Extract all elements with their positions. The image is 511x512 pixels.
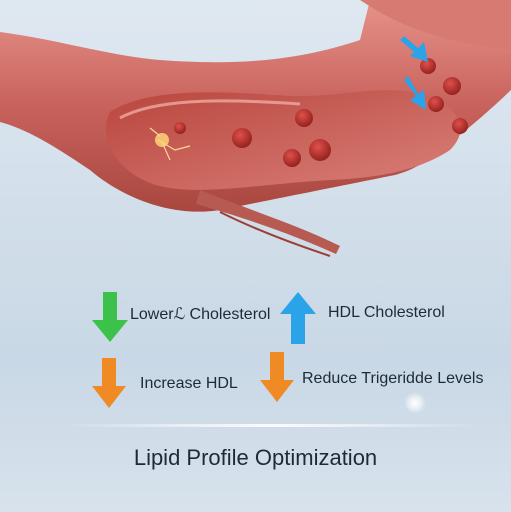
down-arrow-icon	[92, 358, 126, 408]
legend-label-hdl-cholesterol: HDL Cholesterol	[328, 304, 445, 321]
vessel-tail	[196, 190, 340, 254]
divider-glow	[60, 424, 480, 427]
vessel-branch	[360, 0, 511, 50]
vessel-lumen	[105, 90, 461, 190]
down-arrow-icon	[260, 352, 294, 402]
down-arrow-icon	[92, 292, 128, 342]
page-caption: Lipid Profile Optimization	[133, 445, 378, 470]
legend-label-lower-cholesterol: Lowerℒ Cholesterol	[130, 306, 271, 323]
legend-label-reduce-triglyceride: Reduce Trigeridde Levels	[302, 370, 484, 387]
legend-label-increase-hdl: Increase HDL	[140, 375, 238, 392]
blood-cells	[174, 58, 468, 167]
up-arrow-icon	[280, 292, 316, 344]
sparkle-decoration	[404, 392, 426, 414]
flow-arrows	[400, 36, 428, 110]
